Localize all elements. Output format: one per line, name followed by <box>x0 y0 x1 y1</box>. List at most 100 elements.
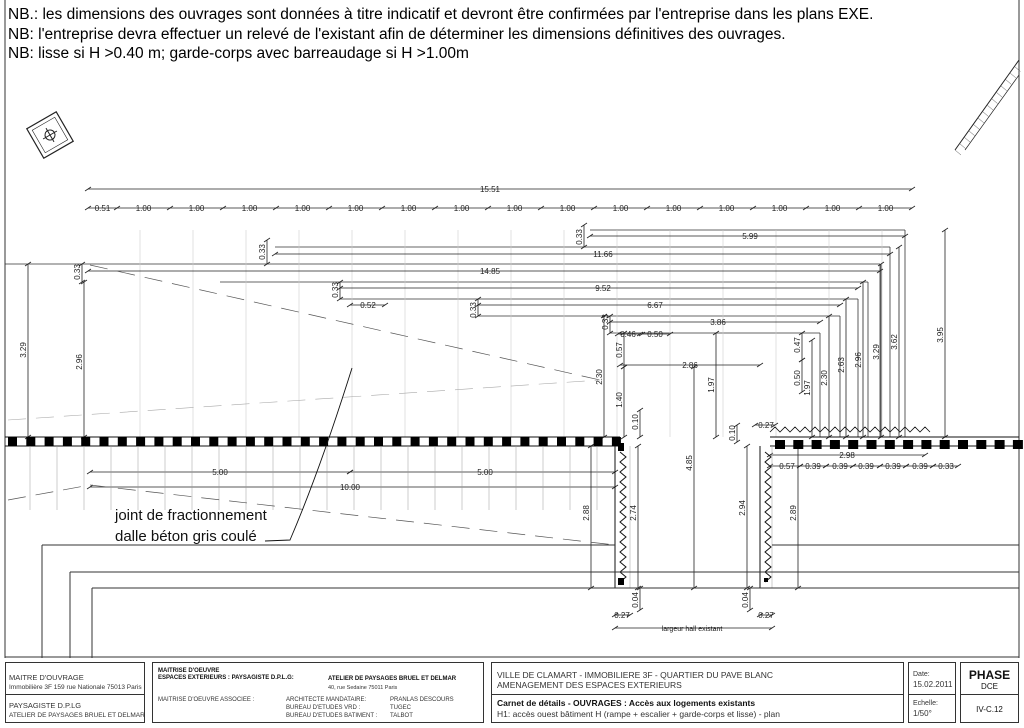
moe-block: MAITRISE D'OEUVRE ESPACES EXTERIEURS : P… <box>152 662 484 723</box>
dim-tick <box>666 331 674 337</box>
phase-label: PHASE <box>968 668 1011 682</box>
dim-tick <box>626 612 634 618</box>
dim-tick <box>580 222 588 228</box>
checker-block <box>483 437 493 446</box>
role-0: ARCHITECTE MANDATAIRE: <box>286 697 367 703</box>
dimension-label: 1.00 <box>136 204 152 213</box>
dimension-label: 1.00 <box>348 204 364 213</box>
dim-tick <box>733 439 741 445</box>
dimension-label: 2.86 <box>682 361 698 370</box>
hatch-line <box>954 149 962 156</box>
dimension-label: 0.57 <box>779 462 795 471</box>
project-line2: AMENAGEMENT DES ESPACES EXTERIEURS <box>497 680 682 690</box>
dim-tick <box>484 205 492 211</box>
dim-tick <box>859 279 867 285</box>
dimension-label: 2.96 <box>75 354 84 370</box>
dimension-label: 0.33 <box>575 229 584 245</box>
plan-drawing: 15.51 joint de fractionnement dalle béto… <box>4 0 1023 658</box>
dim-tick <box>325 205 333 211</box>
role-1-name: TUGEC <box>390 705 411 711</box>
moe-ext-value: ATELIER DE PAYSAGES BRUEL ET DELMAR <box>328 676 457 682</box>
checker-block <box>520 437 530 446</box>
dimension-label: 0.50 <box>793 370 802 386</box>
dim-tick <box>378 205 386 211</box>
dim-tick <box>842 296 850 302</box>
dimension-label: 1.00 <box>507 204 523 213</box>
annotation-leader <box>264 367 353 542</box>
checker-block <box>319 437 329 446</box>
dim-tick <box>768 625 776 631</box>
dimension-label: 0.51 <box>95 204 111 213</box>
zigzag-top <box>769 426 931 433</box>
dimension-label: 0.50 <box>647 330 663 339</box>
dim-tick <box>580 244 588 250</box>
dimension-label: 0.39 <box>832 462 848 471</box>
dim-tick <box>802 205 810 211</box>
hatch-line <box>959 143 966 149</box>
checker-block <box>994 440 1005 449</box>
dimension-label: 3.95 <box>936 327 945 343</box>
checker-block <box>374 437 383 446</box>
dimension-label: 1.00 <box>613 204 629 213</box>
checker-block <box>829 440 840 449</box>
role-2: BUREAU D'ETUDES BATIMENT : <box>286 713 378 719</box>
dim-tick <box>798 330 806 336</box>
date-label: Date: <box>913 671 930 678</box>
dim-tick <box>816 319 824 325</box>
dim-tick <box>902 463 910 469</box>
hatch-line <box>977 117 985 124</box>
dim-tick <box>886 251 894 257</box>
dim-tick <box>921 452 929 458</box>
building-edge <box>964 74 1020 151</box>
dim-tick <box>616 362 624 368</box>
dimension-label: 1.00 <box>401 204 417 213</box>
note-2: NB: l'entreprise devra effectuer un rele… <box>8 26 786 43</box>
checker-block <box>410 437 420 446</box>
dim-tick <box>84 186 92 192</box>
dim-tick <box>808 337 816 343</box>
dim-tick <box>749 205 757 211</box>
dimension-label: 0.33 <box>73 264 82 280</box>
dimension-label: 0.04 <box>741 592 750 608</box>
dimension-label: 2.88 <box>582 505 591 521</box>
dimension-label: 0.10 <box>631 414 640 430</box>
dimension-label: 14.85 <box>480 267 501 276</box>
hatch-line <box>982 111 989 117</box>
checker-block <box>26 437 36 446</box>
dimension-label: 11.66 <box>593 250 613 259</box>
checker-block <box>99 437 109 446</box>
compass-line <box>45 127 55 143</box>
hatch-line <box>1000 85 1007 91</box>
dim-tick <box>219 205 227 211</box>
phase-block: PHASE DCE IV-C.12 <box>960 662 1019 723</box>
checker-block <box>502 437 512 446</box>
dimension-label: 0.33 <box>938 462 954 471</box>
dim-tick <box>941 227 949 233</box>
checker-block <box>538 437 548 446</box>
checker-block <box>1012 440 1023 449</box>
dim-tick <box>263 261 271 267</box>
dim-tick <box>611 625 619 631</box>
dim-tick <box>620 330 628 336</box>
dim-tick <box>271 251 279 257</box>
hatch-line <box>1014 66 1021 72</box>
dimension-label: 0.39 <box>805 462 821 471</box>
note-3: NB: lisse si H >0.40 m; garde-corps avec… <box>8 45 469 62</box>
dimension-label: 5.99 <box>742 232 758 241</box>
annotation-joint: joint de fractionnement <box>114 507 268 524</box>
dim-tick <box>895 244 903 250</box>
dimension-label: 0.39 <box>885 462 901 471</box>
hatch-line <box>986 104 994 111</box>
compass-square <box>31 116 69 154</box>
dashed-line <box>7 484 91 501</box>
dim-tick <box>537 205 545 211</box>
landscape-value: ATELIER DE PAYSAGES BRUEL ET DELMAR <box>9 712 145 719</box>
dim-tick <box>836 302 844 308</box>
moe-ext-label: ESPACES EXTERIEURS : PAYSAGISTE D.P.L.G: <box>158 675 294 681</box>
dim-tick <box>336 296 344 302</box>
checker-block <box>465 437 475 446</box>
dim-tick <box>822 463 830 469</box>
dimension-label: 0.27 <box>758 421 774 430</box>
owner-label: MAITRE D'OUVRAGE <box>9 673 84 682</box>
checker-block <box>428 437 438 446</box>
